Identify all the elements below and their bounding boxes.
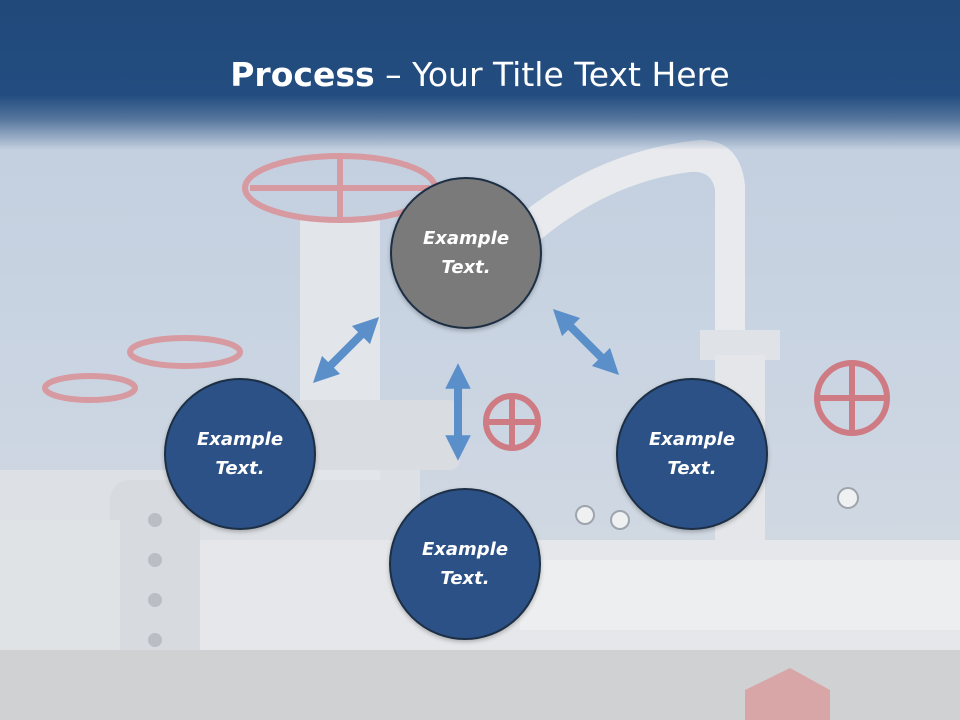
node-right[interactable]: Example Text. [616, 378, 768, 530]
node-top-label: Example Text. [422, 228, 510, 278]
node-bottom-label: Example Text. [421, 539, 509, 589]
node-top[interactable]: Example Text. [390, 177, 542, 329]
node-right-label: Example Text. [648, 429, 736, 479]
node-left[interactable]: Example Text. [164, 378, 316, 530]
title-bar [0, 0, 960, 150]
title-bold: Process [230, 55, 375, 94]
node-bottom[interactable]: Example Text. [389, 488, 541, 640]
node-left-label: Example Text. [196, 429, 284, 479]
slide-title[interactable]: Process – Your Title Text Here [0, 52, 960, 98]
double-arrow-top-right [552, 308, 620, 376]
double-arrow-top-left [312, 316, 380, 384]
title-rest: – Your Title Text Here [374, 55, 730, 94]
